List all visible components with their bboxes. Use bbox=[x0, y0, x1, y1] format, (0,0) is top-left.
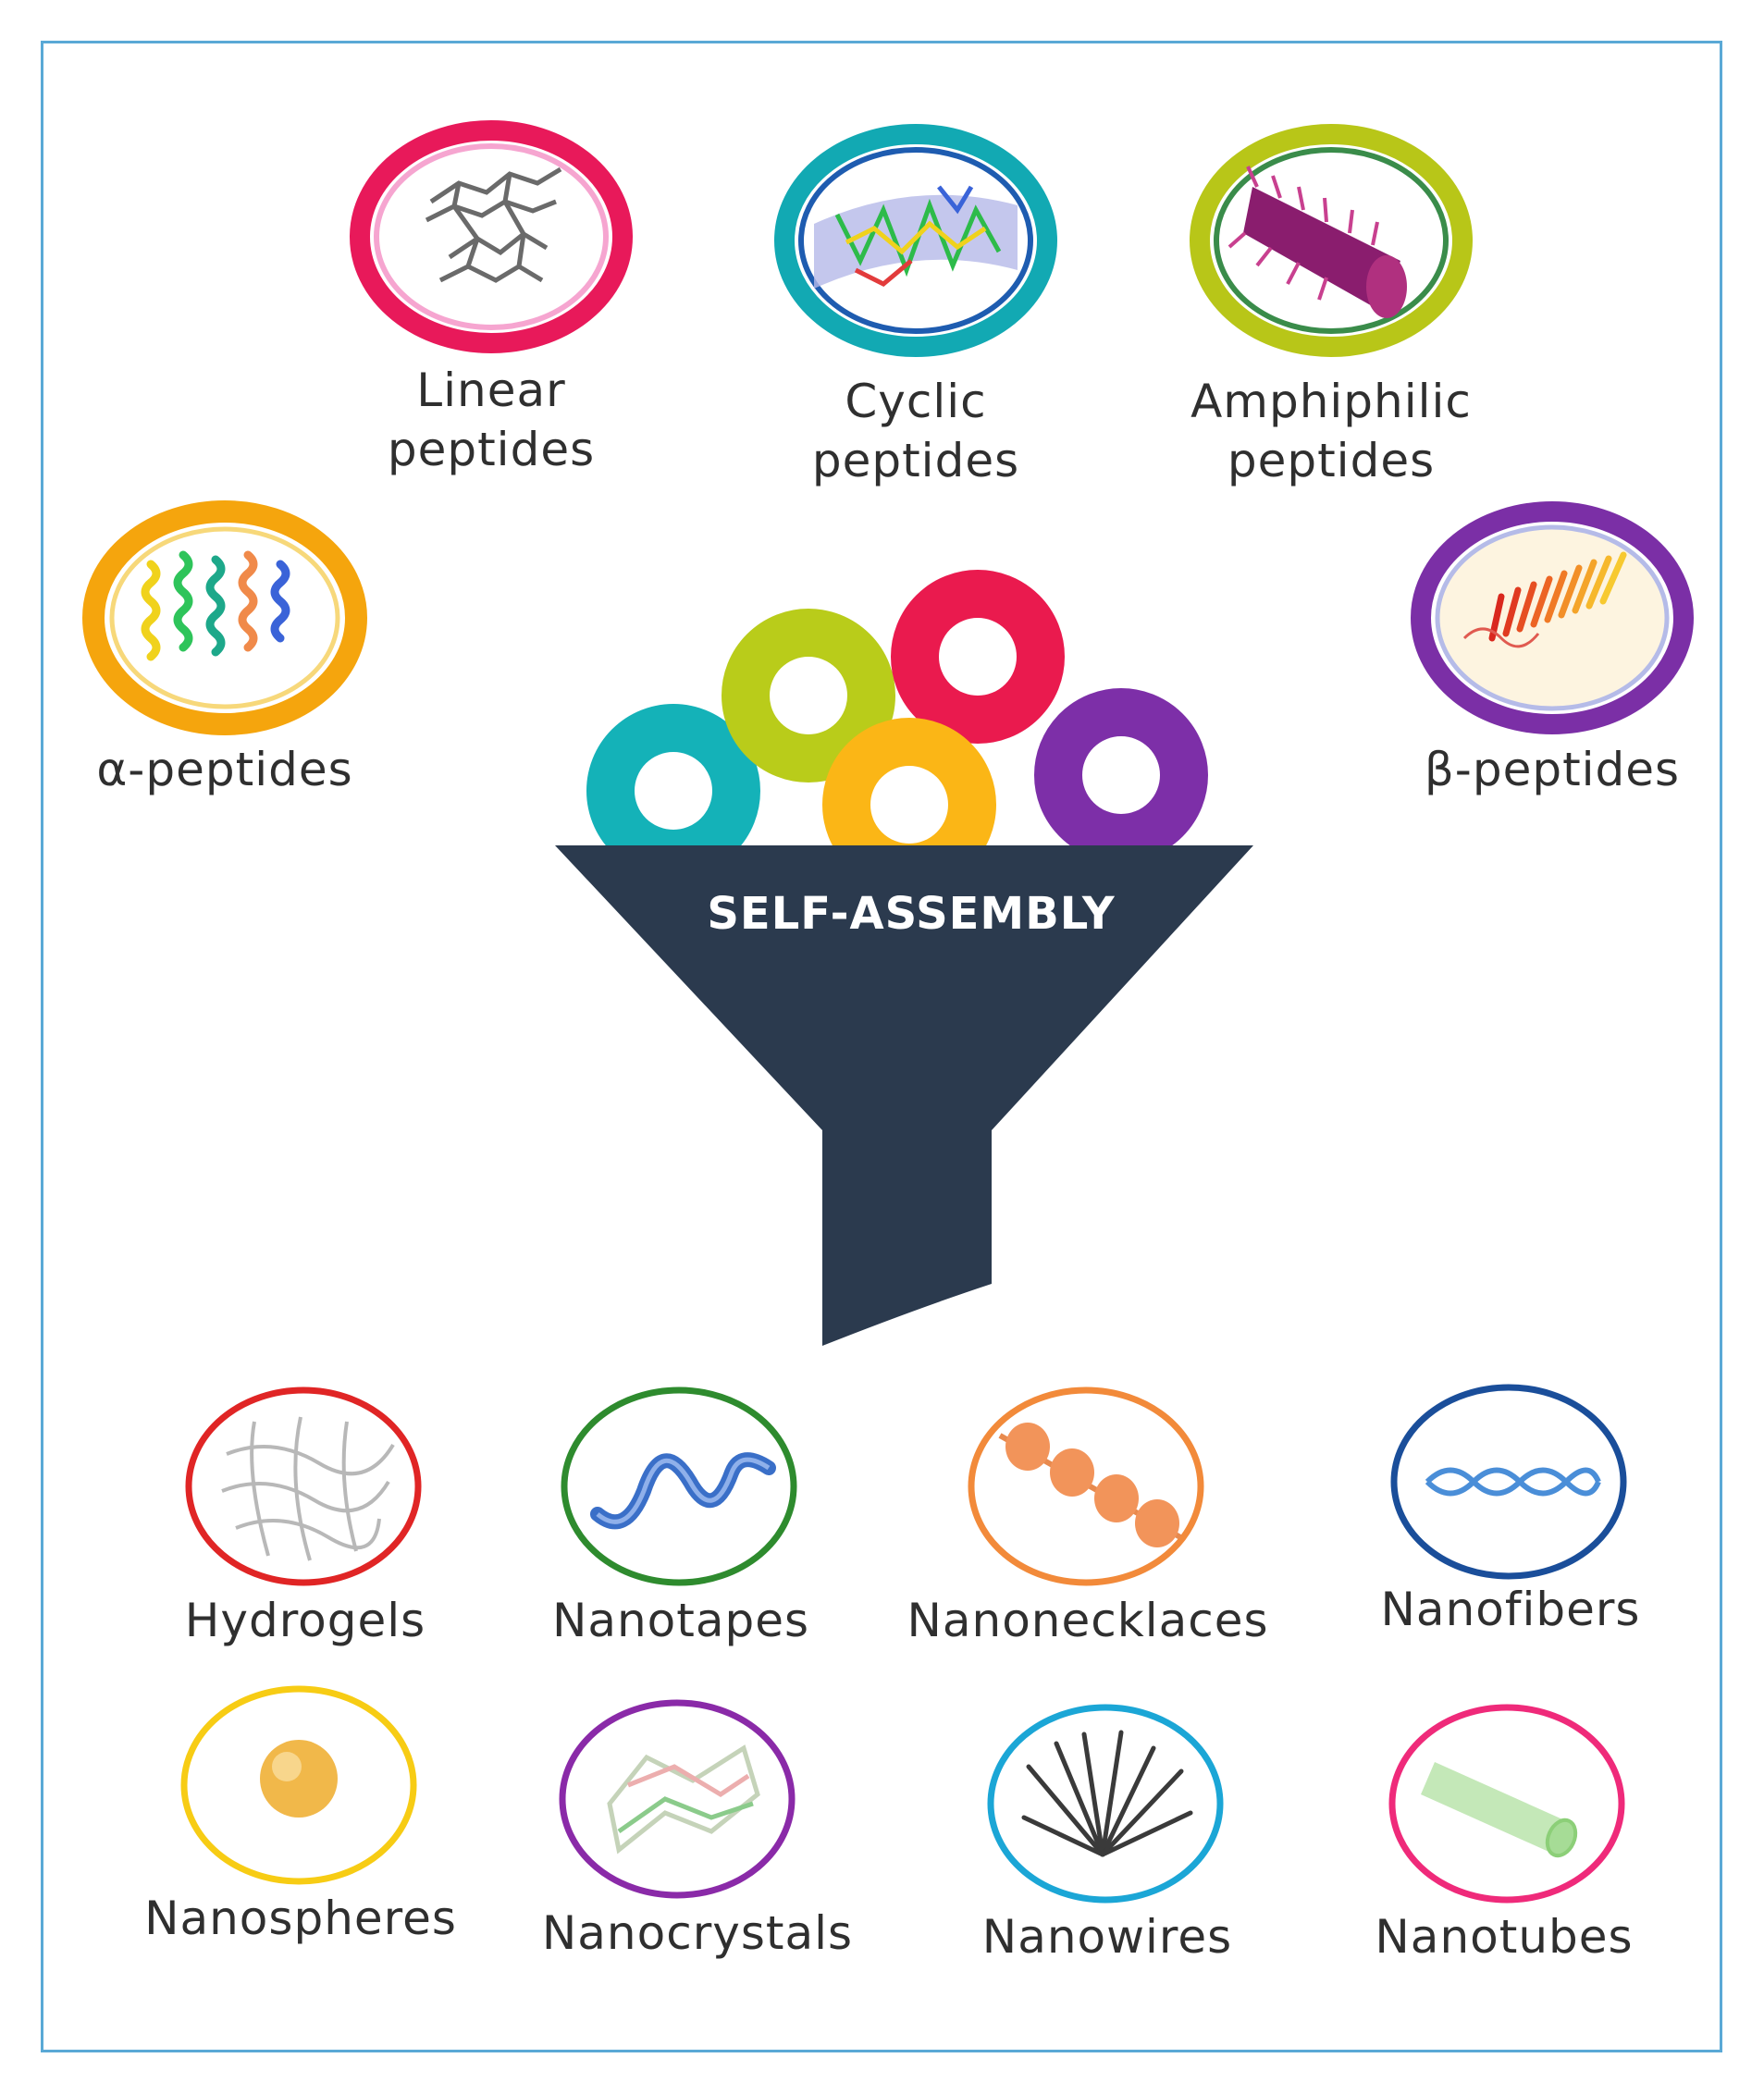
peptide-linear bbox=[348, 118, 635, 359]
peptide-amphiphilic bbox=[1188, 122, 1474, 363]
lime-ring-icon bbox=[722, 609, 895, 783]
nanostructure-nanotubes bbox=[1384, 1697, 1634, 1910]
nanostructure-nanotapes bbox=[556, 1380, 806, 1593]
nanofiber-helix-icon bbox=[1390, 1384, 1627, 1580]
nanostructure-nanofibers bbox=[1386, 1380, 1635, 1593]
peptide-beta-label: β-peptides bbox=[1424, 743, 1681, 796]
nanostructure-nanospheres-label: Nanospheres bbox=[144, 1892, 457, 1945]
nanotape-ribbon-icon bbox=[561, 1386, 797, 1586]
nanonecklace-beads-icon bbox=[968, 1386, 1204, 1586]
nanostructure-nanowires-label: Nanowires bbox=[981, 1910, 1233, 1964]
funnel-body bbox=[555, 845, 1253, 1346]
peptide-amphiphilic-label: Amphiphilic peptides bbox=[1190, 375, 1472, 487]
nanostructure-nanospheres bbox=[176, 1679, 426, 1892]
nanostructure-nanocrystals-label: Nanocrystals bbox=[541, 1906, 854, 1960]
peptide-cyclic bbox=[772, 122, 1059, 363]
nanostructure-nanofibers-label: Nanofibers bbox=[1380, 1583, 1641, 1636]
nanostructure-nanotapes-label: Nanotapes bbox=[551, 1594, 810, 1647]
nanostructure-nanocrystals bbox=[554, 1693, 804, 1905]
nanostructure-hydrogels bbox=[180, 1380, 430, 1593]
cyclic-peptide-structure-icon bbox=[774, 124, 1057, 357]
linear-peptide-structure-icon bbox=[350, 120, 633, 353]
red-ring-icon bbox=[891, 570, 1065, 744]
nanowire-bundle-icon bbox=[987, 1704, 1224, 1904]
peptide-beta bbox=[1409, 499, 1696, 740]
self-assembly-label: SELF-ASSEMBLY bbox=[707, 888, 1116, 940]
nanostructure-hydrogels-label: Hydrogels bbox=[184, 1594, 426, 1647]
nanocrystal-icon bbox=[559, 1699, 796, 1899]
peptide-alpha-label: α-peptides bbox=[96, 743, 353, 796]
nanostructure-nanotubes-label: Nanotubes bbox=[1375, 1910, 1634, 1964]
nanostructure-nanonecklaces-label: Nanonecklaces bbox=[907, 1594, 1269, 1647]
nanostructure-nanowires bbox=[982, 1697, 1232, 1910]
peptide-linear-label: Linear peptides bbox=[387, 364, 596, 476]
purple-ring-icon bbox=[1034, 688, 1208, 862]
nanosphere-icon bbox=[180, 1685, 417, 1885]
alpha-helix-structure-icon bbox=[82, 500, 367, 735]
nanotube-icon bbox=[1388, 1704, 1625, 1904]
beta-sheet-structure-icon bbox=[1411, 501, 1694, 734]
amphiphilic-peptide-structure-icon bbox=[1190, 124, 1473, 357]
hydrogel-mesh-icon bbox=[185, 1386, 422, 1586]
peptide-cyclic-label: Cyclic peptides bbox=[811, 375, 1020, 487]
peptide-alpha bbox=[81, 499, 368, 740]
teal-ring-icon bbox=[586, 704, 760, 878]
nanostructure-nanonecklaces bbox=[963, 1380, 1213, 1593]
